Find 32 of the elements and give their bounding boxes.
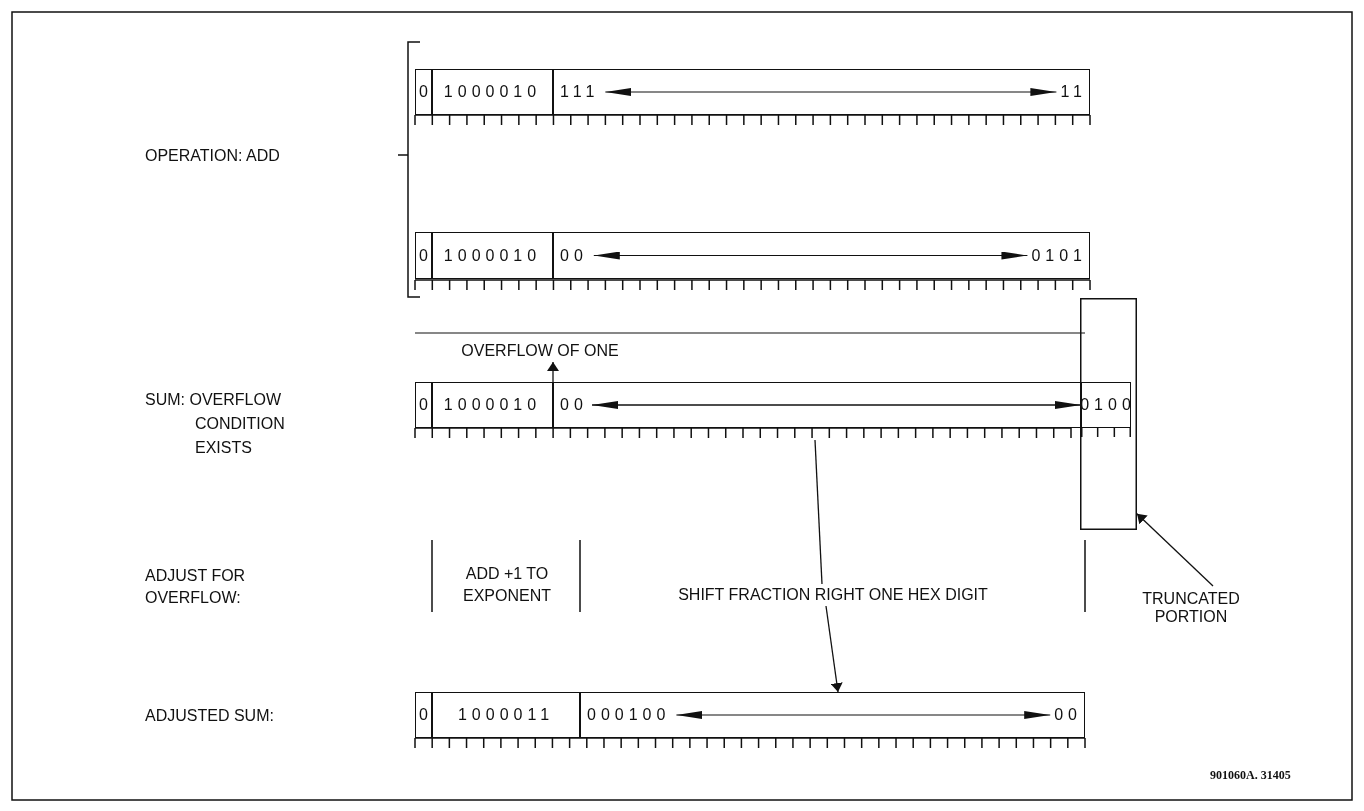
- figure-number: 901060A. 31405: [1210, 768, 1292, 783]
- callout-text: OVERFLOW OF ONE: [440, 340, 640, 362]
- label-text: ADD +1 TO EXPONENT: [462, 564, 552, 606]
- exponent-field: 1000011: [432, 692, 580, 738]
- sign-bit-cell: 0: [415, 692, 432, 738]
- callout-text: TRUNCATED PORTION: [1136, 586, 1246, 630]
- fraction-field: [553, 69, 1090, 115]
- fraction-field: [553, 382, 1082, 428]
- bit-digits: 0101: [1031, 246, 1088, 265]
- arrow: [591, 401, 1082, 409]
- bit-digits: 000100: [587, 706, 672, 724]
- sign-bit-cell: 0: [415, 382, 432, 428]
- bit-digits: 11: [1060, 83, 1088, 101]
- fraction-field: [553, 232, 1090, 279]
- bit-digits: 111: [560, 83, 601, 101]
- arrow: [1136, 513, 1214, 587]
- bit-digits: 00: [560, 396, 589, 414]
- exponent-field: 1000010: [432, 69, 553, 115]
- sign-bit-cell: 0: [415, 69, 432, 115]
- callout-text: SHIFT FRACTION RIGHT ONE HEX DIGIT: [598, 584, 1068, 606]
- fraction-field: [580, 692, 1085, 738]
- bit-digits: 00: [1054, 706, 1083, 724]
- exponent-field: 1000010: [432, 232, 553, 279]
- arrow: [825, 605, 843, 693]
- sign-bit-cell: 0: [415, 232, 432, 279]
- exponent-field: 1000010: [432, 382, 553, 428]
- label-text: ADJUST FOR OVERFLOW:: [145, 566, 247, 608]
- label-text: ADJUSTED SUM:: [145, 706, 275, 726]
- label-text: SUM: OVERFLOW CONDITION EXISTS: [145, 390, 286, 458]
- bit-digits: 00: [560, 246, 589, 265]
- label-text: OPERATION: ADD: [145, 146, 280, 166]
- arrow: [547, 361, 559, 383]
